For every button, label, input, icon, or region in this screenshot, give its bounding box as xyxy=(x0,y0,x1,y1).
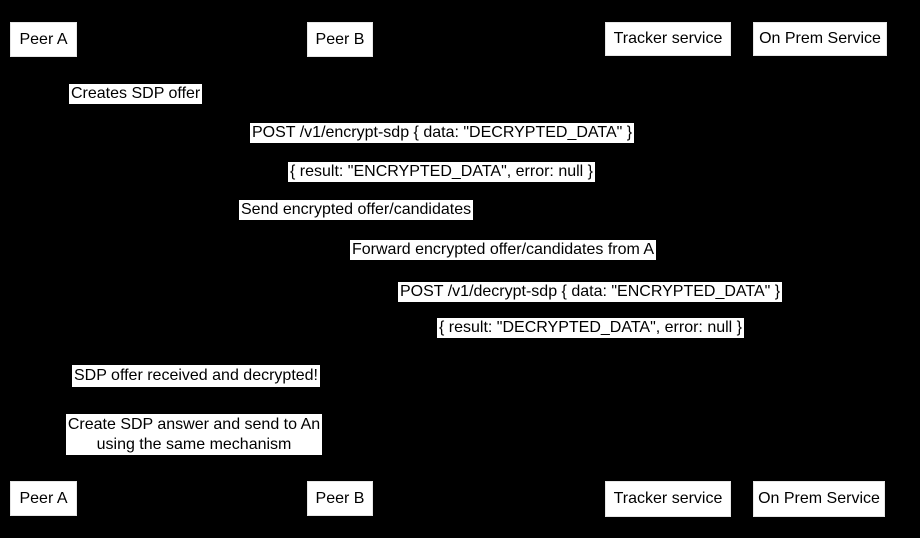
actor-tracker-service-top: Tracker service xyxy=(605,22,731,56)
actor-peer-a-top: Peer A xyxy=(10,22,77,57)
message-forward-encrypted-offer: Forward encrypted offer/candidates from … xyxy=(350,240,657,260)
message-post-decrypt-sdp: POST /v1/decrypt-sdp { data: "ENCRYPTED_… xyxy=(398,282,783,302)
message-post-encrypt-sdp: POST /v1/encrypt-sdp { data: "DECRYPTED_… xyxy=(250,123,635,143)
actor-peer-b-top: Peer B xyxy=(307,22,373,57)
message-encrypt-result: { result: "ENCRYPTED_DATA", error: null … xyxy=(288,162,596,182)
message-send-encrypted-offer: Send encrypted offer/candidates xyxy=(239,200,474,220)
actor-on-prem-service-bottom: On Prem Service xyxy=(753,481,885,517)
message-decrypt-result: { result: "DECRYPTED_DATA", error: null … xyxy=(437,318,745,338)
note-create-sdp-answer: Create SDP answer and send to An using t… xyxy=(66,414,322,455)
actor-peer-b-bottom: Peer B xyxy=(307,481,373,516)
message-creates-sdp-offer: Creates SDP offer xyxy=(69,84,203,104)
actor-on-prem-service-top: On Prem Service xyxy=(753,22,887,56)
note-line-1: Create SDP answer and send to An xyxy=(67,416,321,433)
actor-peer-a-bottom: Peer A xyxy=(10,481,77,516)
note-line-2: using the same mechanism xyxy=(96,436,292,453)
message-sdp-offer-received: SDP offer received and decrypted! xyxy=(72,365,320,387)
actor-tracker-service-bottom: Tracker service xyxy=(605,481,731,517)
